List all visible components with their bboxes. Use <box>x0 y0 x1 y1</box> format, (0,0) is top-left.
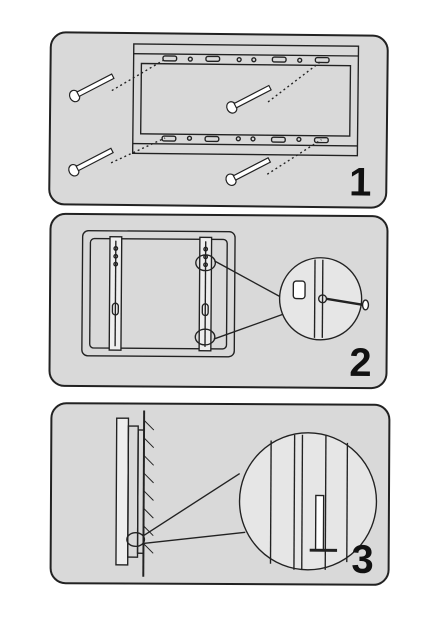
step-2-panel: 2 <box>48 212 389 390</box>
step-number: 1 <box>348 160 372 205</box>
zoom-detail-circle <box>278 257 363 341</box>
step-number: 3 <box>351 537 374 582</box>
step-1-panel: 1 <box>48 31 389 209</box>
wall-plate-opening <box>139 62 352 137</box>
wall-plate-frame <box>131 43 360 157</box>
step-3-illustration <box>115 410 378 577</box>
step-number: 2 <box>349 340 372 386</box>
step-1-illustration <box>68 43 360 186</box>
screw-icon <box>68 73 272 186</box>
step-3-panel: 3 <box>49 402 391 586</box>
tv-side-profile <box>115 417 130 566</box>
zoom-detail-circle <box>238 432 378 571</box>
step-2-illustration <box>81 230 370 358</box>
tv-back-outline <box>81 230 236 358</box>
